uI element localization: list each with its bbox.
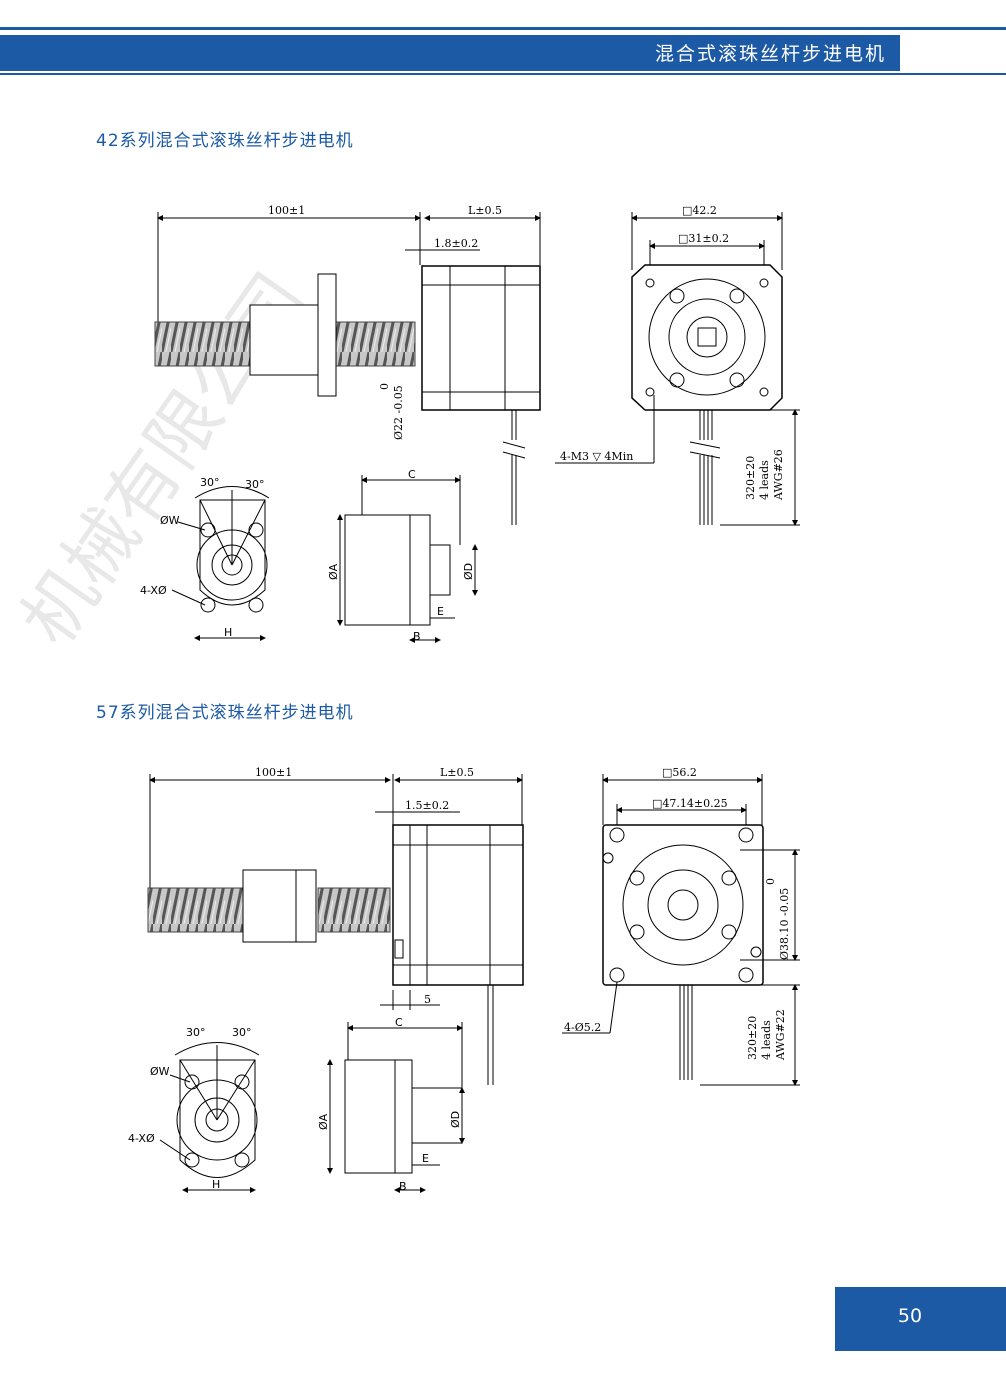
s2-boss-tolerance: 0	[764, 878, 777, 885]
s2-hole-pitch: □47.14±0.25	[652, 797, 728, 810]
section1-nut-front-view	[171, 486, 270, 641]
header-bar	[0, 27, 1006, 75]
page-number: 50	[897, 1305, 923, 1327]
s2-leads: 4 leads	[760, 1020, 773, 1060]
s1-nut-x: 4-XØ	[140, 584, 167, 597]
s2-flange-size: □56.2	[662, 766, 697, 779]
s2-lead-length: 320±20	[746, 1016, 759, 1060]
s1-boss-length: 1.8±0.2	[434, 237, 478, 250]
header-bottom-line	[0, 73, 1006, 75]
s1-flange-size: □42.2	[682, 204, 717, 217]
s1-nut-a: ØA	[327, 563, 340, 580]
s2-boss-length: 1.5±0.2	[405, 799, 449, 812]
s1-nut-d: ØD	[462, 563, 475, 580]
s2-body-length: L±0.5	[440, 766, 474, 779]
section1-end-view	[555, 212, 800, 526]
section2-nut-side-view	[327, 1022, 465, 1193]
s2-nut-angle2: 30°	[232, 1026, 252, 1039]
s1-leads: 4 leads	[758, 460, 771, 500]
s2-nut-c: C	[395, 1016, 403, 1029]
s1-nut-angle1: 30°	[200, 476, 220, 489]
s2-mount-hole: 4-Ø5.2	[564, 1021, 601, 1034]
s1-nut-e: E	[437, 605, 444, 618]
s2-nut-x: 4-XØ	[128, 1132, 155, 1145]
section2-title: 57系列混合式滚珠丝杆步进电机	[96, 703, 354, 723]
section2-end-view	[562, 774, 800, 1086]
s1-body-length: L±0.5	[468, 204, 502, 217]
s2-boss-diameter: Ø38.10 -0.05	[778, 888, 791, 960]
s2-nut-w: ØW	[150, 1065, 170, 1078]
section2-nut-front-view	[159, 1042, 260, 1193]
s1-screw-length: 100±1	[268, 204, 305, 217]
s1-awg: AWG#26	[772, 449, 785, 501]
s1-lead-length: 320±20	[744, 456, 757, 500]
page-number-box: 50	[835, 1287, 1006, 1351]
s1-nut-angle2: 30°	[245, 478, 265, 491]
s1-nut-w: ØW	[160, 514, 180, 527]
section1-nut-side-view	[337, 475, 478, 643]
header-fill	[0, 35, 900, 71]
s2-nut-a: ØA	[317, 1113, 330, 1130]
s1-mount-hole: 4-M3 ▽ 4Min	[560, 450, 633, 463]
s1-boss-tolerance: 0	[378, 383, 391, 390]
s1-nut-h: H	[224, 626, 232, 639]
s1-nut-b: B	[413, 630, 421, 643]
header-top-line	[0, 27, 1006, 30]
s2-nut-b: B	[399, 1180, 407, 1193]
s2-nut-e: E	[422, 1152, 429, 1165]
s2-nut-angle1: 30°	[186, 1026, 206, 1039]
section1-side-view	[154, 212, 541, 525]
s2-gap: 5	[424, 993, 431, 1006]
s1-boss-diameter: Ø22 -0.05	[392, 385, 405, 440]
s2-nut-d: ØD	[449, 1111, 462, 1128]
s2-awg: AWG#22	[774, 1009, 787, 1061]
header-title: 混合式滚珠丝杆步进电机	[654, 43, 886, 65]
section2-side-view	[147, 774, 524, 1085]
section1-title: 42系列混合式滚珠丝杆步进电机	[96, 131, 354, 151]
s2-nut-h: H	[212, 1178, 220, 1191]
s2-screw-length: 100±1	[255, 766, 292, 779]
s1-nut-c: C	[408, 468, 416, 481]
s1-hole-pitch: □31±0.2	[678, 232, 729, 245]
